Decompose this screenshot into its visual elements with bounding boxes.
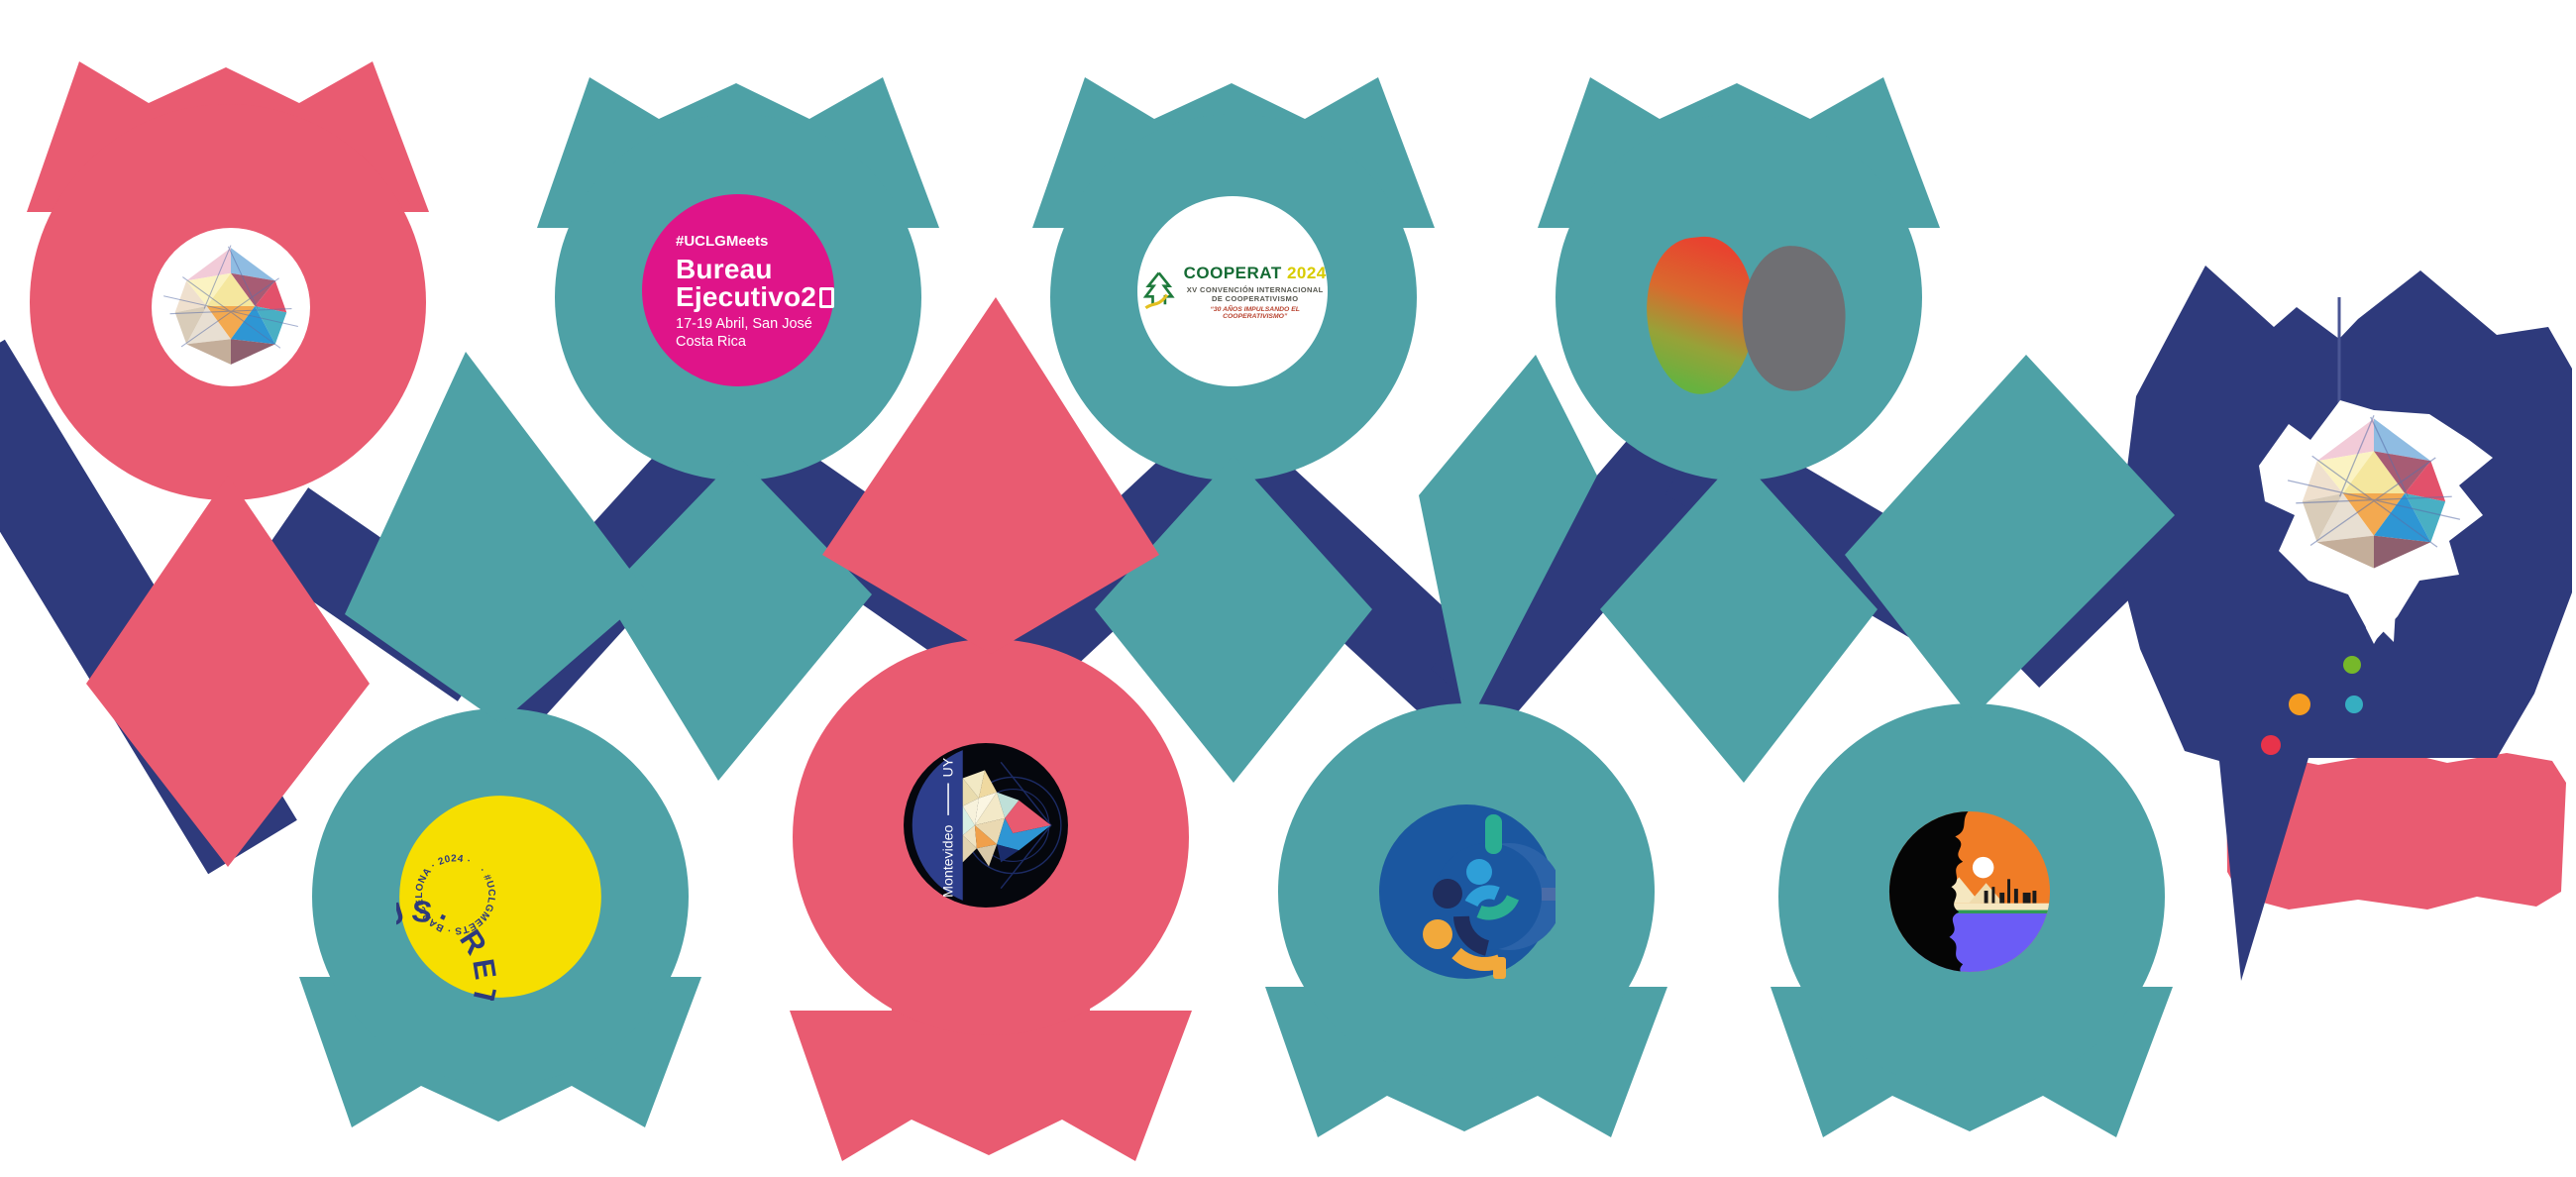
retreat-campus-logo[interactable]: RETREAT&CAMPUS· · #UCLGMEETS · BARCELONA… [327, 793, 604, 1070]
event-pin-6-tail [822, 297, 1159, 654]
event-pin-7-tail [1419, 355, 1597, 728]
skyline-silhouette [1984, 879, 2037, 904]
cooperat-sub1: XV CONVENCIÓN INTERNACIONAL [1186, 284, 1324, 294]
cooperat-sub2: DE COOPERATIVISMO [1211, 293, 1299, 303]
bureau-hashtag: #UCLGMeets [676, 233, 769, 250]
montevideo-summit-logo[interactable]: Montevideo UY [901, 740, 1071, 910]
red-dot [2261, 735, 2281, 755]
event-pin-3 [1032, 77, 1435, 783]
event-pin-5-tail [345, 352, 649, 723]
bureau-year-box [819, 286, 834, 308]
orange-dot [2289, 694, 2310, 715]
event-pin-8-tail [1845, 355, 2175, 718]
event-pin-5 [299, 352, 701, 1127]
congress-sphere-logo[interactable] [146, 222, 316, 392]
montevideo-country-text: UY [941, 757, 957, 777]
cooperat-logo[interactable]: COOPERAT 2024 XV CONVENCIÓN INTERNACIONA… [1137, 196, 1328, 386]
bureau-title-2: Ejecutivo2 [676, 281, 817, 312]
pine-tree-icon [1142, 271, 1175, 310]
people-circle-logo[interactable] [1377, 802, 1562, 981]
wuf-cairo-logo[interactable] [1887, 809, 2052, 974]
montevideo-blue-segment [912, 750, 963, 901]
cooperat-quote: “30 AÑOS IMPULSANDO EL COOPERATIVISMO” [1210, 305, 1300, 320]
event-pin-4 [1538, 77, 1940, 783]
retreat-campus-svg: RETREAT&CAMPUS· · #UCLGMEETS · BARCELONA… [327, 796, 601, 1070]
montevideo-poly-cone [962, 770, 1051, 867]
white-tassel [2360, 575, 2398, 644]
green-dot [2343, 656, 2361, 674]
teal-dot [2345, 696, 2363, 713]
people-figures [1423, 814, 1519, 979]
event-pin-6 [790, 297, 1192, 1161]
event-pin-8 [1771, 355, 2175, 1137]
people-circle-svg [1379, 804, 1562, 979]
gradient-heart-logo[interactable] [1639, 232, 1861, 406]
gray-blob [1737, 243, 1851, 394]
bureau-place: Costa Rica [676, 333, 746, 350]
montevideo-label: Montevideo UY [941, 757, 957, 898]
bureau-title-1: Bureau [676, 254, 773, 284]
event-pin-6-crown [790, 1011, 1192, 1161]
event-pin-2-tail [604, 456, 872, 781]
wuf-cairo-svg [1888, 810, 2051, 973]
nile-green-line [1906, 910, 2051, 913]
event-pin-1-tail [86, 476, 370, 867]
sun-icon [1972, 856, 1994, 879]
arabic-calligraphy-silhouette [1888, 810, 1977, 973]
montevideo-city-text: Montevideo [941, 825, 957, 898]
event-pin-4-tail [1600, 456, 1878, 783]
geodesic-sphere-logo-svg [152, 228, 310, 386]
montevideo-svg: Montevideo UY [904, 743, 1068, 908]
retreat-yellow-circle [399, 796, 601, 998]
event-pin-3-tail [1095, 456, 1372, 783]
cooperat-year: 2024 [1286, 263, 1327, 282]
event-pin-1 [27, 61, 429, 867]
bureau-date: 17-19 Abril, San José [676, 316, 812, 332]
right-pink-panel [2226, 751, 2566, 910]
bureau-ejecutivo-logo[interactable]: #UCLGMeets Bureau Ejecutivo2 17-19 Abril… [642, 194, 834, 386]
cooperat-title: COOPERAT [1183, 263, 1282, 282]
